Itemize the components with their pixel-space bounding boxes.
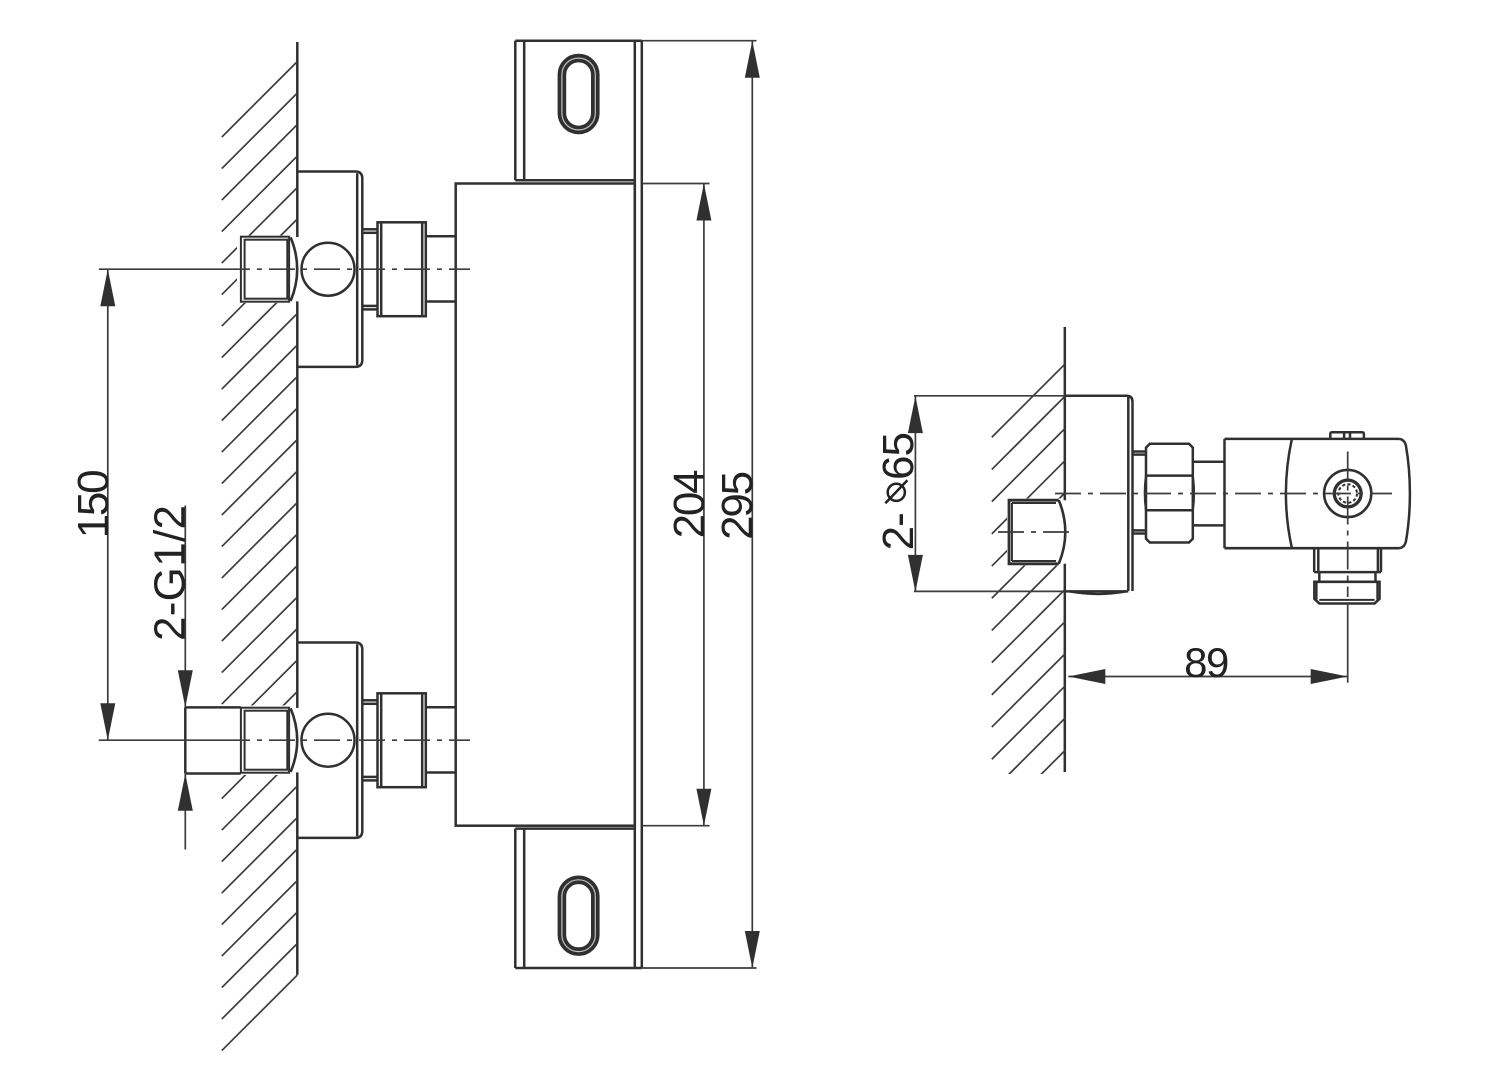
svg-text:295: 295: [713, 472, 762, 540]
svg-text:150: 150: [69, 471, 118, 539]
svg-text:204: 204: [665, 470, 714, 539]
svg-text:2-: 2-: [874, 513, 923, 550]
svg-text:65: 65: [874, 433, 923, 480]
svg-text:2-G1/2: 2-G1/2: [146, 505, 195, 641]
svg-text:89: 89: [1184, 639, 1228, 686]
